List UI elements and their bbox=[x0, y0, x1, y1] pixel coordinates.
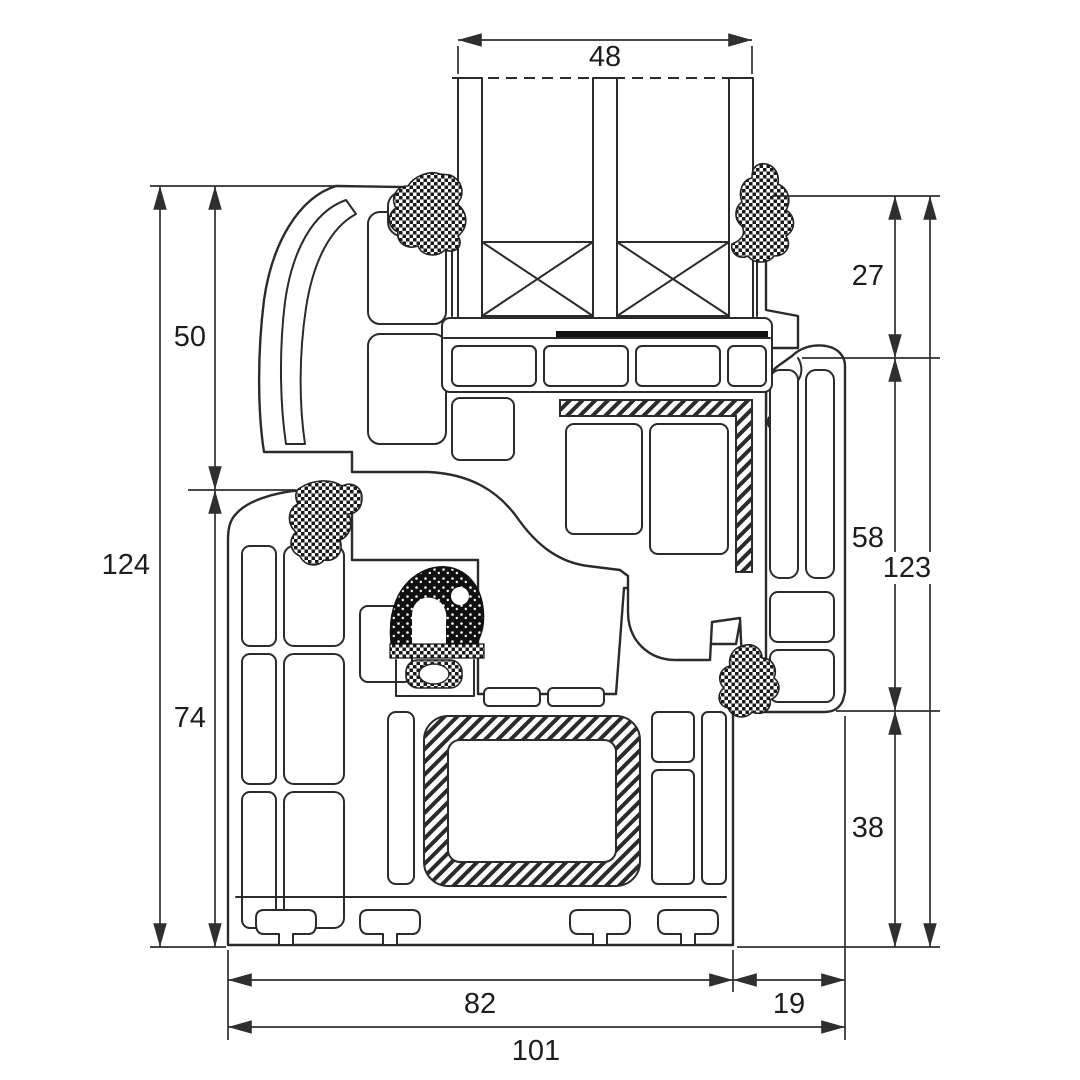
sash-chambers bbox=[367, 211, 729, 555]
frame-seal-left bbox=[288, 480, 363, 566]
dim-glazing-48: 48 bbox=[457, 33, 753, 74]
dim-frame-height-74: 74 bbox=[174, 489, 222, 947]
dim-overall-height-left-124: 124 bbox=[102, 186, 167, 947]
dim-label-frame-mid: 58 bbox=[852, 522, 884, 554]
frame-steel-reinforcement bbox=[423, 715, 641, 887]
spacer-bar-right bbox=[616, 241, 730, 317]
frame-bottom-channels bbox=[235, 896, 727, 946]
center-gasket-black bbox=[389, 566, 485, 659]
dimensions: 48 124 50 74 27 58 bbox=[102, 33, 940, 1067]
glazing-bridge bbox=[441, 317, 773, 393]
frame-right-lower-chambers bbox=[651, 711, 727, 885]
frame-top-chambers bbox=[483, 687, 605, 707]
glazing-gasket-left bbox=[388, 171, 467, 256]
dim-label-extension: 19 bbox=[773, 988, 805, 1020]
dim-extension-19: 19 bbox=[733, 973, 845, 1020]
center-gasket-pedestal bbox=[395, 659, 475, 697]
glass-pane-middle bbox=[592, 77, 618, 319]
frame-right-wall-chambers bbox=[769, 369, 835, 703]
dim-frame-depth-82: 82 bbox=[228, 973, 733, 1020]
gaskets bbox=[288, 162, 795, 718]
glass-pane-outer bbox=[457, 77, 483, 319]
sash-arc-chamber bbox=[280, 199, 357, 445]
dim-label-frame-height: 74 bbox=[174, 702, 206, 734]
setting-block bbox=[556, 331, 768, 337]
dim-label-overall-depth: 101 bbox=[512, 1035, 560, 1067]
dim-sash-height-50: 50 bbox=[174, 186, 222, 490]
dim-label-glazing: 48 bbox=[589, 41, 621, 73]
glazing-unit bbox=[452, 77, 758, 319]
dim-label-frame-lower: 38 bbox=[852, 812, 884, 844]
dim-frame-lower-38: 38 bbox=[852, 711, 902, 947]
frame-seal-right bbox=[718, 643, 780, 718]
dim-frame-mid-58: 58 bbox=[852, 358, 902, 711]
dim-overall-height-right-123: 123 bbox=[878, 196, 937, 947]
dim-overall-depth-101: 101 bbox=[228, 1020, 845, 1067]
dim-label-overall-height-right: 123 bbox=[883, 552, 931, 584]
sash-steel-reinforcement bbox=[559, 399, 753, 573]
dim-label-frame-depth: 82 bbox=[464, 988, 496, 1020]
dim-label-sash-height: 50 bbox=[174, 321, 206, 353]
glazing-gasket-right bbox=[730, 162, 795, 263]
dim-label-overall-height-left: 124 bbox=[102, 549, 150, 581]
spacer-bar-left bbox=[481, 241, 594, 317]
dim-sash-overlap-27: 27 bbox=[852, 196, 902, 358]
dim-label-sash-overlap: 27 bbox=[852, 260, 884, 292]
